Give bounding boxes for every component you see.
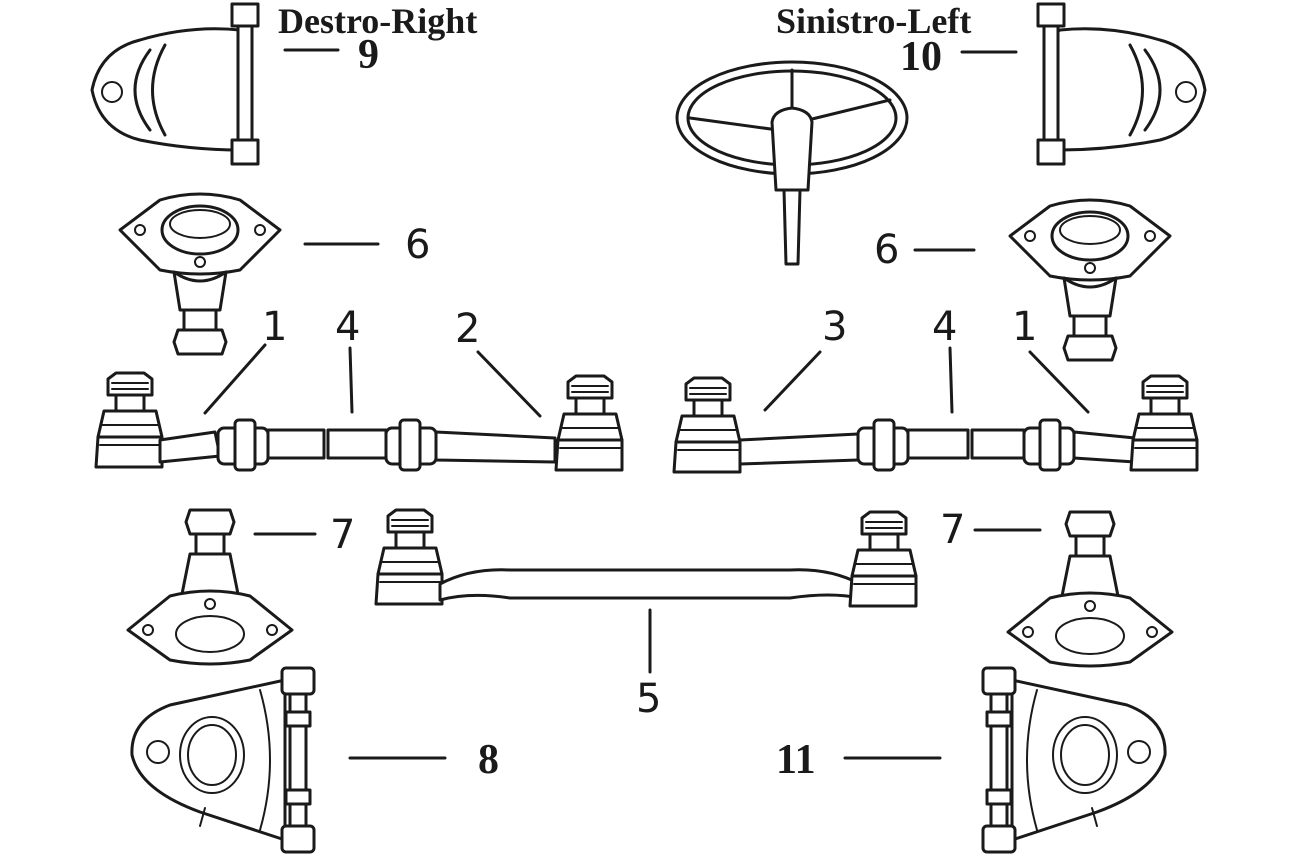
upper-control-arm-left <box>960 2 1207 166</box>
callout-10: 10 <box>900 34 942 80</box>
callout-7-right: 7 <box>330 512 355 558</box>
callout-9: 9 <box>358 32 379 78</box>
center-drag-link <box>374 508 918 608</box>
callout-4-left: 4 <box>932 304 957 350</box>
callout-3: 3 <box>822 304 847 350</box>
steering-wheel <box>675 60 909 266</box>
callout-6-left: 6 <box>874 227 899 273</box>
upper-control-arm-right <box>90 2 340 166</box>
header-left: Sinistro-Left <box>776 1 971 41</box>
leader-4-right <box>348 346 354 414</box>
header-right: Destro-Right <box>278 1 477 41</box>
callout-4-right: 4 <box>335 304 360 350</box>
leader-1-right <box>203 343 267 415</box>
lower-control-arm-right <box>130 666 316 854</box>
lower-ball-joint-left <box>1006 510 1174 668</box>
leader-3 <box>763 350 822 412</box>
callout-1-left: 1 <box>1012 304 1037 350</box>
callout-5: 5 <box>636 676 661 722</box>
leader-1-left <box>1028 350 1090 414</box>
lower-control-arm-left <box>981 666 1167 854</box>
callout-8: 8 <box>478 737 499 783</box>
leader-4-left <box>948 346 954 414</box>
callout-2: 2 <box>455 306 480 352</box>
callout-6-right: 6 <box>405 222 430 268</box>
leader-2 <box>476 350 542 418</box>
callout-11: 11 <box>776 737 816 783</box>
tie-rod-assembly-left <box>672 374 1199 474</box>
upper-ball-joint-right <box>118 192 282 356</box>
callout-1-right: 1 <box>262 304 287 350</box>
tie-rod-assembly-right <box>94 371 624 472</box>
callout-7-left: 7 <box>940 507 965 553</box>
